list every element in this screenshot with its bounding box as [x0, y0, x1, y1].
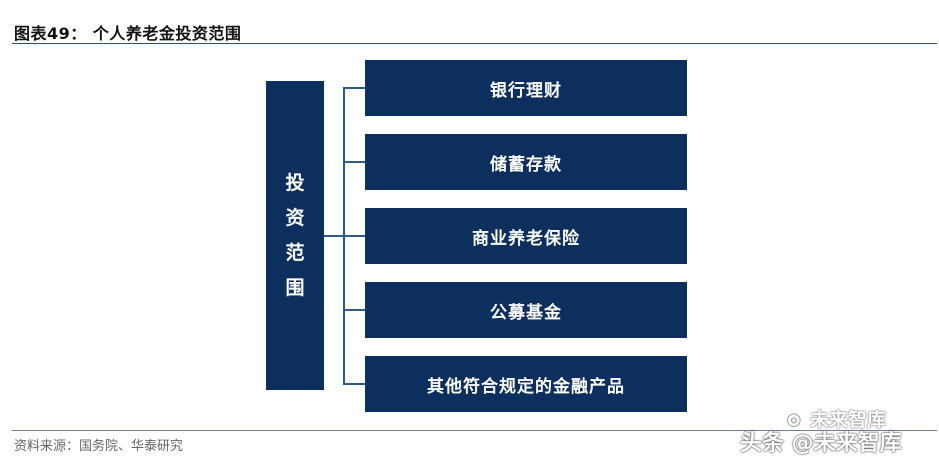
item-commercial-pension-insurance: 商业养老保险 — [365, 208, 687, 264]
watermark-line-2: 头条 @未来智库 — [740, 431, 902, 456]
connector-root-stub — [324, 235, 344, 237]
root-char-4: 围 — [285, 276, 305, 299]
item-public-fund: 公募基金 — [365, 282, 687, 338]
item-other-products: 其他符合规定的金融产品 — [365, 356, 687, 412]
figure-title: 图表49： 个人养老金投资范围 — [14, 24, 242, 43]
connector-branch-1 — [343, 87, 365, 89]
connector-branch-3 — [343, 235, 365, 237]
connector-branch-2 — [343, 161, 365, 163]
root-char-3: 范 — [285, 241, 305, 264]
root-char-1: 投 — [285, 171, 305, 194]
watermark-line-1: 未来智库 — [810, 409, 887, 431]
title-rule — [12, 43, 937, 44]
item-savings-deposit: 储蓄存款 — [365, 134, 687, 190]
root-char-2: 资 — [285, 206, 305, 229]
bottom-rule — [12, 430, 937, 431]
root-node: 投 资 范 围 — [266, 81, 324, 390]
connector-branch-5 — [343, 383, 365, 385]
connector-branch-4 — [343, 309, 365, 311]
source-note: 资料来源：国务院、华泰研究 — [14, 439, 184, 454]
item-bank-wealth: 银行理财 — [365, 60, 687, 116]
wechat-icon: ◎ — [786, 409, 802, 430]
